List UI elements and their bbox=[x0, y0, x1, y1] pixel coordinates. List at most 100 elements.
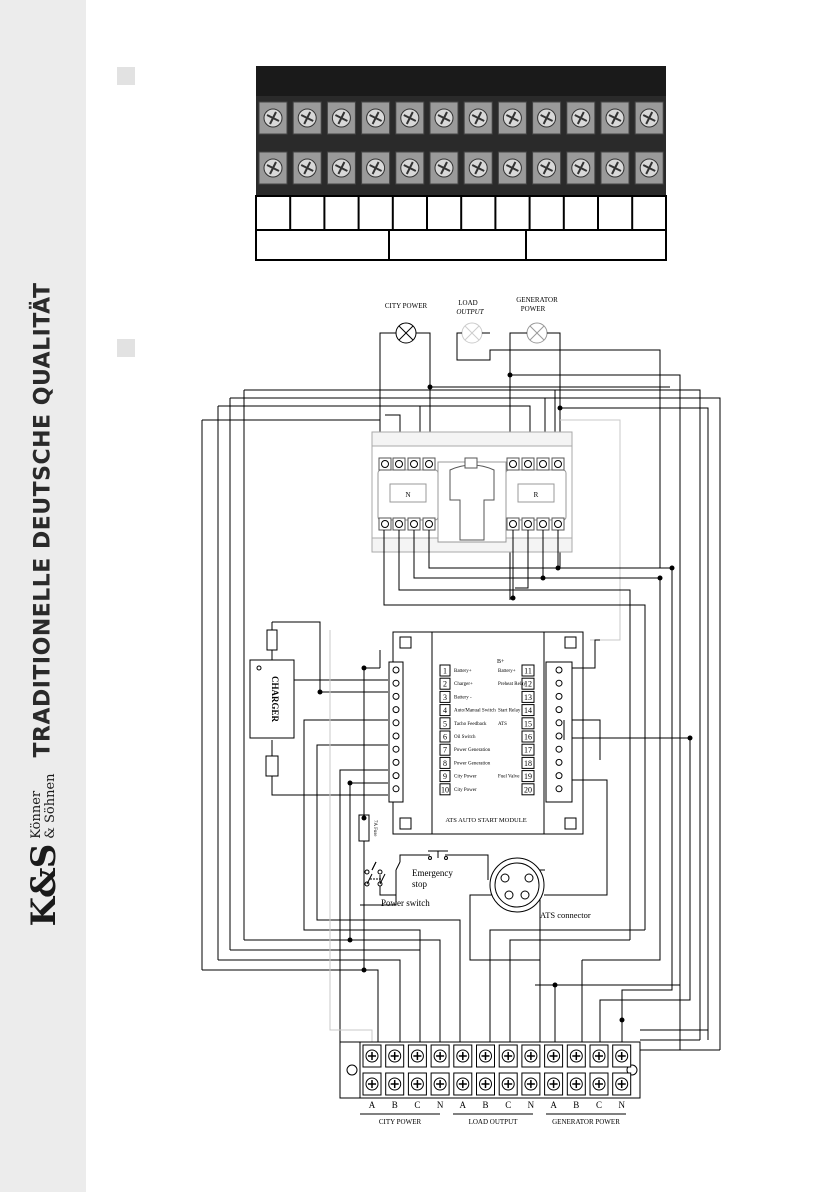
switch-terminal bbox=[521, 517, 535, 531]
terminal-label-left: Charger+ bbox=[454, 682, 473, 687]
terminal-num-left: 9 bbox=[443, 772, 447, 781]
photo-screw bbox=[497, 151, 527, 185]
strip-letter: N bbox=[618, 1100, 625, 1110]
strip-letter: N bbox=[528, 1100, 535, 1110]
switch-terminal bbox=[506, 457, 520, 471]
sidebar-band: TRADITIONELLE DEUTSCHE QUALITÄT K&S Könn… bbox=[0, 0, 86, 1192]
lamp-load-output: LOAD OUTPUT bbox=[456, 299, 485, 344]
strip-screw bbox=[385, 1072, 405, 1096]
terminal-num-right: 20 bbox=[524, 785, 532, 794]
lamp-gen-label2: POWER bbox=[521, 305, 546, 313]
terminal-label-right: Start Relay bbox=[498, 709, 521, 714]
photo-screw bbox=[361, 101, 391, 135]
switch-terminal bbox=[506, 517, 520, 531]
switch-terminal bbox=[378, 457, 392, 471]
switch-terminal bbox=[392, 517, 406, 531]
module-terminal-left: 1 Battery+ bbox=[392, 664, 472, 677]
lamp-gen-label1: GENERATOR bbox=[516, 296, 558, 304]
strip-group-label: GENERATOR POWER bbox=[552, 1118, 620, 1126]
strip-screw bbox=[453, 1044, 473, 1068]
photo-cells bbox=[289, 196, 634, 230]
fuse-label: 7A Fuse bbox=[372, 820, 377, 837]
lamp-generator-power: GENERATOR POWER bbox=[516, 296, 558, 344]
ats-connector: ATS connector bbox=[489, 857, 591, 920]
charger: CHARGER bbox=[249, 621, 388, 796]
strip-screw bbox=[566, 1044, 586, 1068]
switch-terminals bbox=[378, 457, 565, 531]
module-terminal-right: 18 bbox=[521, 756, 563, 769]
strip-screw bbox=[589, 1072, 609, 1096]
strip-letter: N bbox=[437, 1100, 444, 1110]
strip-screw bbox=[430, 1072, 450, 1096]
lamp-load-label2: OUTPUT bbox=[456, 308, 484, 316]
junction-dot bbox=[687, 735, 693, 741]
switch-label-left: N bbox=[405, 491, 410, 499]
terminal-label-left: Battery+ bbox=[454, 669, 472, 674]
terminal-num-left: 1 bbox=[443, 667, 447, 676]
terminal-num-left: 7 bbox=[443, 746, 447, 755]
strip-screw bbox=[407, 1044, 427, 1068]
junction-dot bbox=[552, 982, 558, 988]
module-terminal-left: 5 Tacho Feedback bbox=[392, 717, 487, 730]
junction-dot bbox=[507, 372, 513, 378]
terminal-label-right: Fuel Valve bbox=[498, 775, 520, 780]
strip-screw bbox=[498, 1072, 518, 1096]
photo-screw bbox=[600, 101, 630, 135]
terminal-num-right: 14 bbox=[524, 706, 532, 715]
junction-dot bbox=[347, 780, 353, 786]
photo-screws bbox=[258, 101, 664, 185]
photo-screw bbox=[634, 151, 664, 185]
terminal-num-right: 13 bbox=[524, 693, 532, 702]
strip-screw bbox=[498, 1044, 518, 1068]
photo-screw bbox=[326, 101, 356, 135]
strip-screw bbox=[544, 1072, 564, 1096]
terminal-num-left: 10 bbox=[441, 785, 449, 794]
strip-screw bbox=[566, 1072, 586, 1096]
strip-screw bbox=[385, 1044, 405, 1068]
module-terminal-right: 17 bbox=[521, 743, 563, 756]
terminal-num-left: 8 bbox=[443, 759, 447, 768]
strip-letter: B bbox=[392, 1100, 398, 1110]
photo-screw bbox=[463, 151, 493, 185]
emergency-stop: Emergency stop bbox=[412, 850, 453, 889]
photo-screw bbox=[395, 101, 425, 135]
lamp-city-power: CITY POWER bbox=[385, 302, 428, 344]
terminal-num-left: 5 bbox=[443, 719, 447, 728]
junction-dot bbox=[510, 595, 516, 601]
strip-screw bbox=[589, 1044, 609, 1068]
terminal-label-left: City Power bbox=[454, 788, 477, 793]
terminal-num-right: 16 bbox=[524, 733, 532, 742]
junction-dot bbox=[361, 665, 367, 671]
terminal-label-left: Power Generation bbox=[454, 748, 491, 753]
photo-screw bbox=[258, 151, 288, 185]
strip-letter: A bbox=[460, 1100, 467, 1110]
strip-screw bbox=[521, 1072, 541, 1096]
strip-screw bbox=[612, 1072, 632, 1096]
terminal-num-right: 15 bbox=[524, 719, 532, 728]
switch-terminal bbox=[392, 457, 406, 471]
photo-screw bbox=[395, 151, 425, 185]
strip-screw bbox=[612, 1044, 632, 1068]
junction-dot bbox=[361, 815, 367, 821]
junction-dot bbox=[555, 565, 561, 571]
strip-screw bbox=[476, 1072, 495, 1096]
photo-screw bbox=[566, 101, 596, 135]
terminal-label-left: Tacho Feedback bbox=[454, 722, 487, 727]
photo-screw bbox=[361, 151, 391, 185]
emergency-label1: Emergency bbox=[412, 868, 453, 878]
terminal-num-left: 6 bbox=[443, 733, 447, 742]
lamp-city-label: CITY POWER bbox=[385, 302, 428, 310]
ats-connector-label: ATS connector bbox=[540, 910, 591, 920]
strip-screw bbox=[362, 1044, 382, 1068]
strip-letter: B bbox=[573, 1100, 579, 1110]
switch-terminal bbox=[407, 517, 421, 531]
junction-dot bbox=[361, 967, 367, 973]
junction-dot bbox=[657, 575, 663, 581]
